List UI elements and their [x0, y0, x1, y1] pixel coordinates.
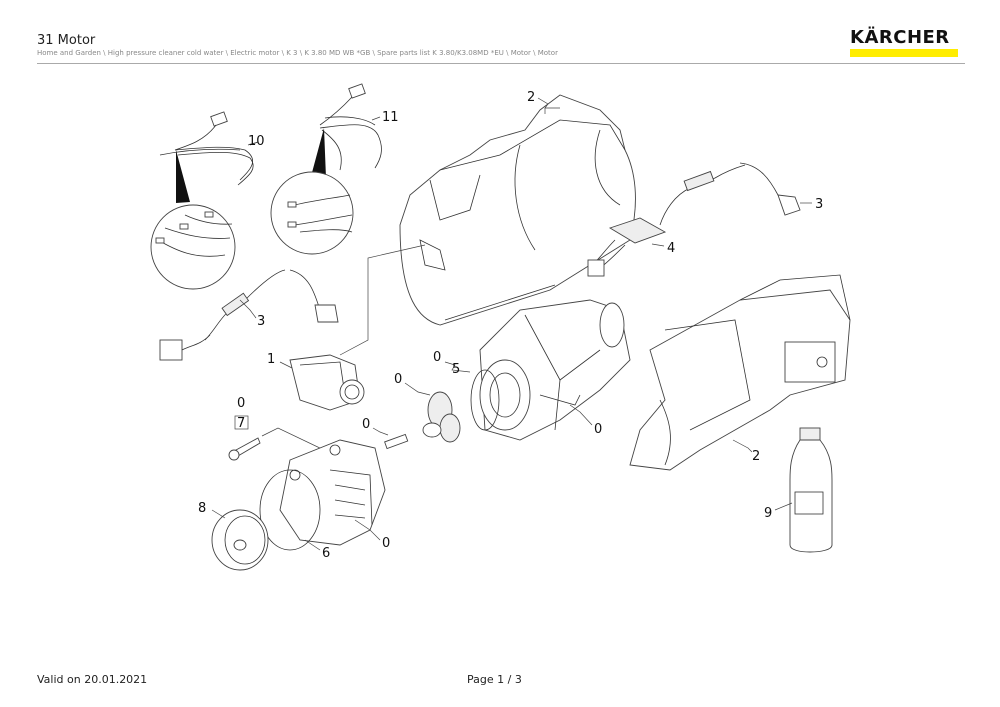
part-1-switch[interactable]: [289, 354, 365, 411]
callout-0-motor: 0: [594, 422, 602, 437]
detail-pointer-11: [310, 128, 326, 180]
callout-4: 4: [667, 241, 675, 256]
callout-0-ring: 0: [433, 350, 441, 365]
callout-7: 7: [237, 416, 245, 431]
part-pump-housing[interactable]: [279, 439, 386, 546]
callout-6: 6: [322, 546, 330, 561]
part-5-o-ring[interactable]: [470, 369, 500, 431]
part-3-power-cord-right[interactable]: [659, 162, 801, 226]
valid-date: Valid on 20.01.2021: [37, 673, 148, 686]
part-6-o-ring[interactable]: [259, 469, 321, 551]
part-3-power-cord-left[interactable]: [159, 269, 339, 361]
part-gear-fan[interactable]: [422, 391, 461, 443]
karcher-logo: KÄRCHER: [850, 29, 958, 57]
callout-9: 9: [764, 506, 772, 521]
callout-0-screw: 0: [237, 396, 245, 411]
callout-0-gear: 0: [394, 372, 402, 387]
detail-circle-11: [270, 171, 354, 255]
callout-3-left: 3: [257, 314, 265, 329]
callout-2-top: 2: [527, 90, 535, 105]
part-shaft[interactable]: [384, 433, 409, 450]
page-title: 31 Motor: [37, 33, 96, 48]
header-divider: [37, 63, 965, 64]
callout-2-bottom: 2: [752, 449, 760, 464]
part-2-housing-top[interactable]: [399, 94, 636, 326]
part-7-screw[interactable]: [228, 437, 261, 461]
part-9-oil-bottle[interactable]: [789, 427, 833, 553]
callout-3-right: 3: [815, 197, 823, 212]
callout-11: 11: [382, 110, 399, 125]
part-2-housing-bottom[interactable]: [629, 274, 851, 471]
part-4-interference-filter[interactable]: [587, 217, 667, 277]
detail-circle-10: [150, 204, 236, 290]
page-number: Page 1 / 3: [467, 673, 522, 686]
leader-lines: [211, 97, 812, 551]
callout-0-housing: 0: [382, 536, 390, 551]
breadcrumb: Home and Garden \ High pressure cleaner …: [37, 49, 558, 57]
callout-1: 1: [267, 352, 275, 367]
callout-0-shaft: 0: [362, 417, 370, 432]
logo-text: KÄRCHER: [850, 27, 950, 48]
callout-10: 10: [248, 134, 265, 149]
callout-5: 5: [452, 362, 460, 377]
part-motor-assembly[interactable]: [479, 299, 631, 441]
logo-yellow-bar: [850, 49, 958, 57]
part-8-pulley[interactable]: [211, 509, 269, 571]
part-10-wire-harness[interactable]: [159, 111, 259, 186]
callout-8: 8: [198, 501, 206, 516]
detail-pointer-10: [176, 150, 190, 203]
part-11-wire-harness[interactable]: [319, 83, 382, 171]
